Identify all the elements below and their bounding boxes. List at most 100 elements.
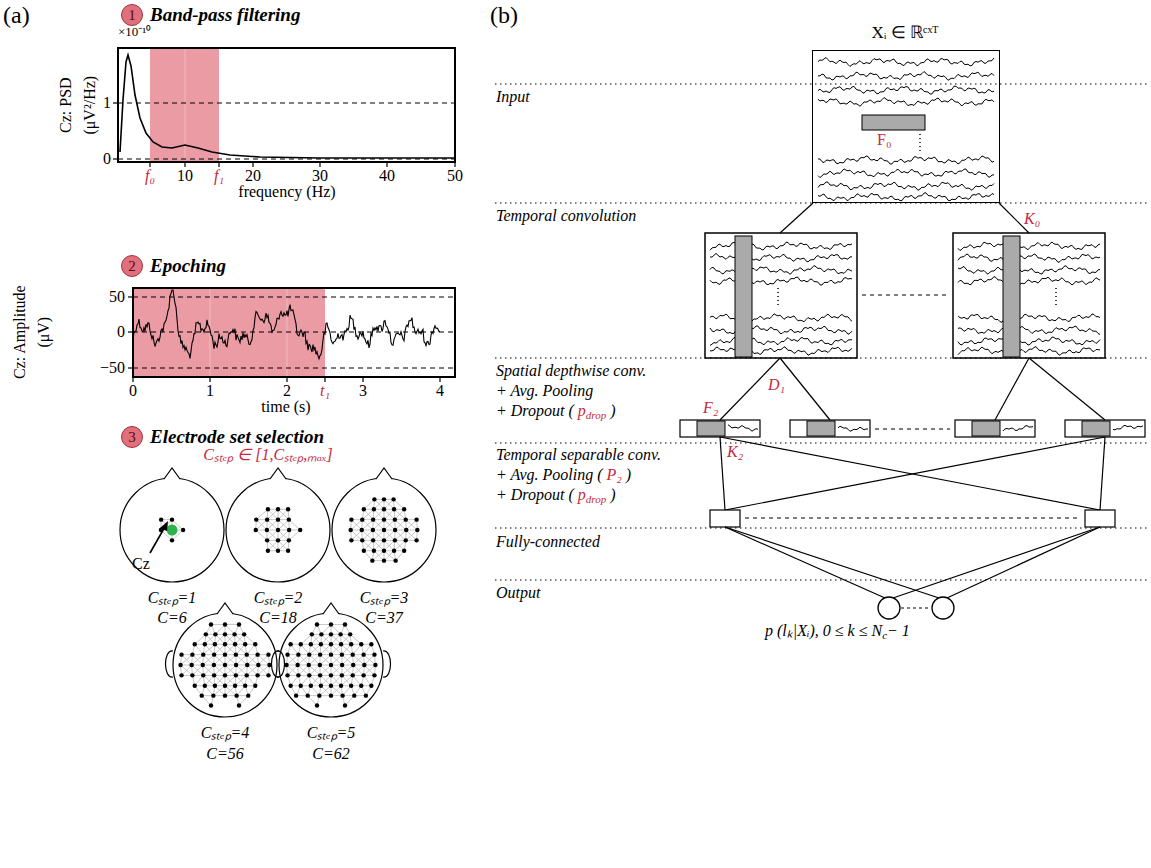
step-title-part: Electrode set selection <box>150 426 324 447</box>
tick-label-part: 1 <box>206 382 214 399</box>
eeg-trace <box>818 182 994 190</box>
electrode-name-part: Cz <box>132 555 150 572</box>
tick-label: 1 <box>206 382 214 400</box>
count-label-part: C=18 <box>259 609 296 626</box>
psd-curve <box>120 55 455 158</box>
axis-unit-part: (μV²/Hz) <box>81 76 98 135</box>
count-label-part: C=62 <box>312 745 349 762</box>
eeg-trace <box>818 98 994 107</box>
step-title-part: Epoching <box>150 255 226 276</box>
axis-multiplier-part: ×10⁻¹⁰ <box>118 24 151 39</box>
tick-label: 0 <box>117 323 125 341</box>
layer-name: Output <box>496 584 540 602</box>
tick-label: 0 <box>129 382 137 400</box>
layer-name: Temporal separable conv. <box>496 446 661 464</box>
callout-number: 1 <box>121 4 143 26</box>
axis-unit-part: (μV) <box>35 317 52 348</box>
head-map <box>332 468 436 582</box>
step-title: Electrode set selection <box>150 426 324 448</box>
tick-label-part: 0 <box>117 323 125 340</box>
tick-label: −50 <box>100 359 125 377</box>
layer-name-part: + Avg. Pooling ( <box>496 466 603 483</box>
step-label-part: Cₛₜₑₚ=3 <box>360 589 409 606</box>
tick-label-part: 50 <box>109 288 125 305</box>
tick-label-part: f₀ <box>145 167 155 184</box>
param-label: F₂ <box>703 399 718 417</box>
tick-label: 3 <box>359 382 367 400</box>
axis-title: time (s) <box>261 398 310 416</box>
eeg-signal <box>133 290 440 359</box>
layer-name-part: + Dropout ( <box>496 402 574 419</box>
tick-label-part: 4 <box>436 382 444 399</box>
count-label: C=18 <box>259 609 296 627</box>
eeg-trace <box>818 86 994 94</box>
step-title: Epoching <box>150 255 226 277</box>
tick-label-part: 40 <box>379 167 395 184</box>
tick-label-part: 20 <box>245 167 261 184</box>
step-label-part: Cₛₜₑₚ=4 <box>201 724 250 741</box>
eeg-trace <box>818 169 994 178</box>
layer-name: Temporal convolution <box>496 207 636 225</box>
output-label-part: − 1 <box>887 622 910 639</box>
layer-name-part: Input <box>496 88 530 105</box>
eeg-trace <box>710 314 852 323</box>
layer-name-part: drop <box>586 409 606 421</box>
eeg-trace <box>818 193 994 201</box>
panel-letter: (b) <box>490 2 518 30</box>
eeg-trace <box>1003 426 1033 431</box>
param-label-part: K₀ <box>1024 210 1040 227</box>
tick-label-part: f₁ <box>214 167 224 184</box>
count-label-part: C=6 <box>157 609 186 626</box>
filter-label: F₀ <box>877 131 891 149</box>
tick-label: 2 <box>283 382 291 400</box>
callout-number: 3 <box>121 426 143 448</box>
layer-name: Input <box>496 88 530 106</box>
output-label: p (lₖ|Xᵢ), 0 ≤ k ≤ Nc− 1 <box>765 622 910 642</box>
axis-title: Cz: Amplitude <box>11 285 29 379</box>
layer-name-part: Output <box>496 584 540 601</box>
eeg-trace <box>728 425 758 432</box>
count-label-part: C=37 <box>365 609 402 626</box>
layer-name-part: p <box>578 402 586 419</box>
tick-label-part: −50 <box>100 359 125 376</box>
tick-label: 20 <box>245 167 261 185</box>
axis-title-part: Cz: Amplitude <box>11 285 28 379</box>
input-box: Xᵢ ∈ ℝᶜˣᵀF₀ <box>812 50 1000 203</box>
layer-name: + Avg. Pooling (P₂) <box>496 466 631 484</box>
tick-label-part: 2 <box>283 382 291 399</box>
step-label: Cₛₜₑₚ=1 <box>148 589 197 607</box>
axis-unit: (μV²/Hz) <box>81 76 99 135</box>
axis-title: frequency (Hz) <box>238 183 335 201</box>
output-label-part: c <box>882 629 887 641</box>
tick-label-part: 3 <box>359 382 367 399</box>
layer-name-part: ) <box>626 466 631 483</box>
panel-letter-part: (a) <box>3 2 30 28</box>
count-label: C=62 <box>312 745 349 763</box>
eeg-trace <box>710 266 852 275</box>
cz-marker <box>167 525 178 536</box>
tick-label-part: 0 <box>129 382 137 399</box>
step-label-part: Cₛₜₑₚ=1 <box>148 589 197 606</box>
axis-unit: (μV) <box>35 317 53 348</box>
tick-label: 50 <box>109 288 125 306</box>
layer-name: + Dropout (pdrop) <box>496 486 615 506</box>
eeg-trace <box>838 426 868 431</box>
eeg-trace <box>958 337 1100 345</box>
step-label: Cₛₜₑₚ=2 <box>254 589 303 607</box>
step-label: Cₛₜₑₚ=5 <box>307 724 356 742</box>
callout-number: 2 <box>121 255 143 277</box>
count-label: C=56 <box>206 745 243 763</box>
axis-title-part: Cz: PSD <box>57 77 74 133</box>
eeg-trace <box>818 58 994 67</box>
layer-name: Fully-connected <box>496 533 600 551</box>
eeg-trace <box>958 314 1100 322</box>
layer-name-part: + Avg. Pooling <box>496 382 593 399</box>
eeg-trace <box>710 326 852 334</box>
step-title: Band-pass filtering <box>150 4 300 26</box>
tick-label-part: 1 <box>103 94 111 111</box>
tick-label: 50 <box>447 167 463 185</box>
count-label-part: C=56 <box>206 745 243 762</box>
param-label: K₀ <box>1024 210 1040 228</box>
eeg-trace <box>818 72 994 81</box>
plot-frame <box>118 48 455 162</box>
